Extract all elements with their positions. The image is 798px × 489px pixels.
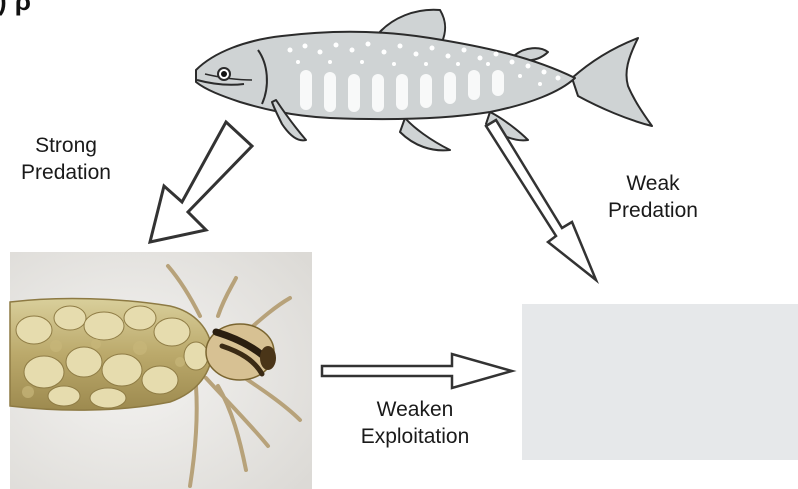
fish-pelvic-fin [400,118,450,150]
blank-resource-box [522,304,798,460]
weak-predation-arrow [486,120,596,280]
weak-predation-label-line2: Predation [598,197,708,224]
weaken-exploitation-label-line2: Exploitation [350,423,480,450]
caddisfly-larva-photo [10,252,312,489]
strong-predation-label: Strong Predation [16,132,116,186]
weak-predation-label: Weak Predation [598,170,708,224]
fish-tail [572,38,652,126]
weaken-exploitation-label-line1: Weaken [350,396,480,423]
strong-predation-label-line1: Strong [16,132,116,159]
weaken-exploitation-arrow [322,354,512,388]
strong-predation-arrow [150,122,252,242]
weaken-exploitation-label: Weaken Exploitation [350,396,480,450]
weak-predation-label-line1: Weak [598,170,708,197]
strong-predation-label-line2: Predation [16,159,116,186]
